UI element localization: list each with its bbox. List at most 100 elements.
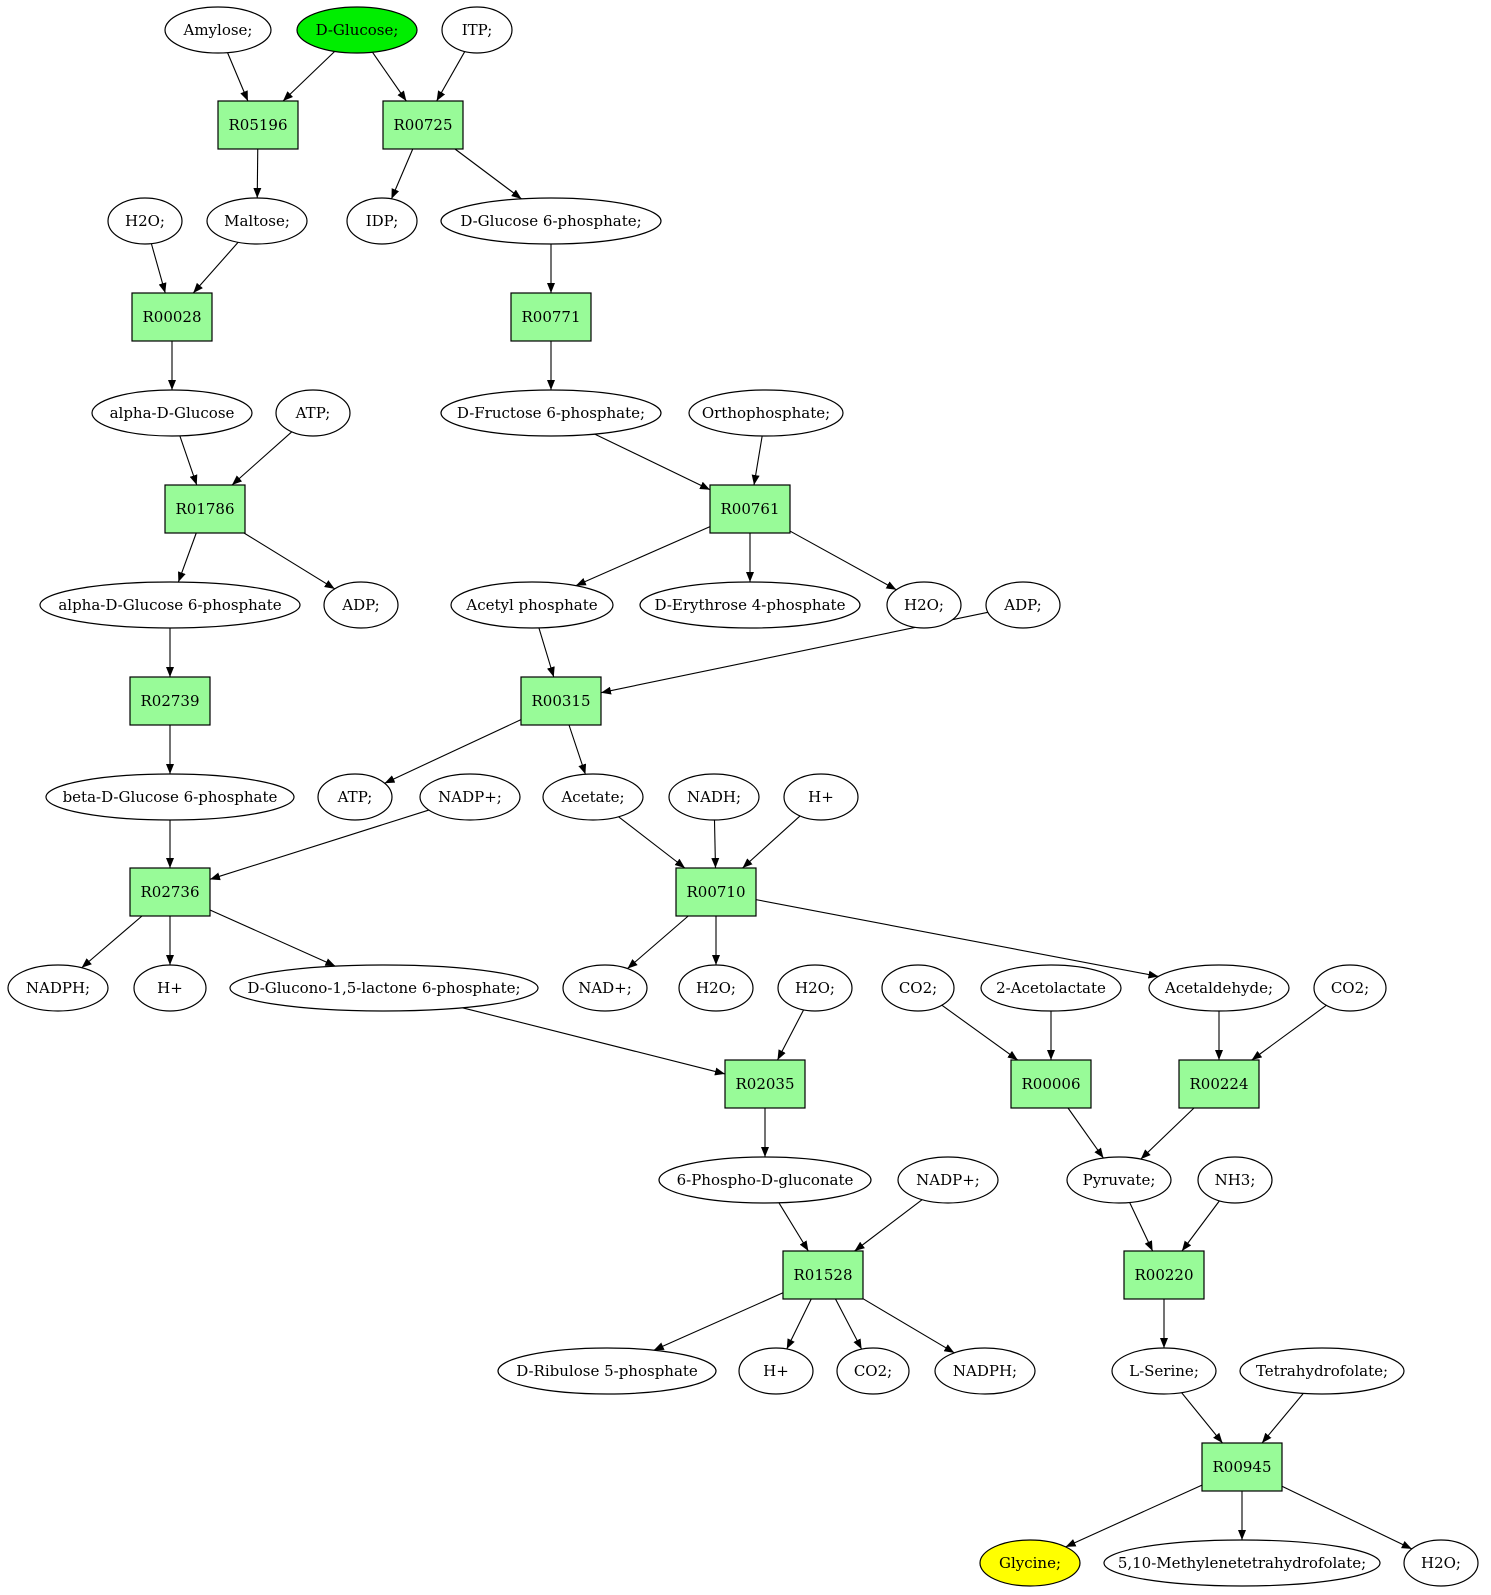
metabolite-ellipse [7,964,109,1012]
node-label: ITP; [462,21,493,39]
edge-r02736-to-nadph_1 [81,915,143,969]
reaction-box [709,484,791,534]
edge-thf-to-r00945 [1261,1393,1304,1444]
node-label: CO2; [1331,979,1369,997]
node-label: ATP; [295,404,331,422]
metabolite-node-nadh: NADH; [668,773,760,821]
node-label: R00028 [142,308,201,326]
node-label: H2O; [125,212,165,230]
reaction-node-r00028: R00028 [131,292,213,342]
metabolite-node-df6p: D-Fructose 6-phosphate; [440,389,662,437]
metabolite-node-co2_1: CO2; [881,964,955,1012]
metabolite-ellipse [985,581,1061,629]
node-label: 2-Acetolactate [996,979,1106,997]
metabolite-node-co2_2: CO2; [1313,964,1387,1012]
metabolite-node-hplus_2: H+ [133,964,207,1012]
metabolite-ellipse [346,197,418,245]
metabolite-ellipse [164,6,272,54]
edge-acp-to-r00315 [538,627,555,678]
node-label: H+ [157,979,183,997]
metabolite-node-acetolac: 2-Acetolactate [980,964,1122,1012]
node-label: Orthophosphate; [702,404,830,422]
metabolite-ellipse [317,773,393,821]
metabolite-ellipse [738,1347,814,1395]
node-label: H2O; [795,979,835,997]
metabolite-node-dglac: D-Glucono-1,5-lactone 6-phosphate; [229,964,539,1012]
node-label: R02739 [140,692,199,710]
node-label: alpha-D-Glucose 6-phosphate [58,596,281,614]
node-label: alpha-D-Glucose [110,404,235,422]
metabolite-node-dglucose: D-Glucose; [296,6,418,54]
edge-adglc-to-r01786 [179,435,198,486]
metabolite-ellipse [658,1156,872,1204]
node-label: R00725 [393,116,452,134]
metabolite-node-nad: NAD+; [562,964,648,1012]
edge-r01528-to-nadph_2 [862,1298,955,1354]
edge-r00761-to-acp [575,526,711,587]
edges-layer [81,50,1413,1550]
metabolite-node-adp_2: ADP; [985,581,1061,629]
edge-r01528-to-hplus_3 [786,1298,812,1350]
metabolite-ellipse [275,389,351,437]
node-label: D-Glucose 6-phosphate; [460,212,641,230]
reaction-node-r02736: R02736 [129,867,211,917]
edge-hplus_1-to-r00710 [742,815,801,869]
reaction-node-r00220: R00220 [1123,1250,1205,1300]
metabolite-node-thf: Tetrahydrofolate; [1239,1347,1405,1395]
metabolite-ellipse [133,964,207,1012]
edge-dglucose-to-r05196 [282,50,336,102]
node-label: Tetrahydrofolate; [1256,1362,1388,1380]
node-label: NADP+; [916,1171,980,1189]
node-label: R00224 [1189,1075,1248,1093]
node-label: CO2; [899,979,937,997]
reaction-box [782,1250,864,1300]
edge-r00725-to-dg6p [454,148,522,200]
metabolite-node-hplus_3: H+ [738,1347,814,1395]
reaction-box [675,867,757,917]
reaction-node-r00945: R00945 [1201,1442,1283,1492]
node-label: D-Glucose; [316,21,399,39]
metabolite-node-hplus_1: H+ [783,773,859,821]
metabolite-node-pgluc: 6-Phospho-D-gluconate [658,1156,872,1204]
reaction-node-r02035: R02035 [724,1059,806,1109]
node-label: R01786 [175,500,234,518]
node-label: H+ [763,1362,789,1380]
metabolite-ellipse [836,1347,910,1395]
node-label: NADP+; [438,788,502,806]
node-label: ADP; [1003,596,1041,614]
metabolite-node-nadp_1: NADP+; [419,773,521,821]
node-label: ADP; [341,596,379,614]
metabolite-node-h2o_5: H2O; [1403,1539,1479,1587]
metabolite-node-pyruvate: Pyruvate; [1066,1156,1172,1204]
node-label: H2O; [904,596,944,614]
edge-nadh-to-r00710 [711,819,720,869]
metabolite-ellipse [441,6,513,54]
edge-maltose-to-r00028 [192,241,239,294]
node-label: H+ [808,788,834,806]
metabolite-node-acp: Acetyl phosphate [450,581,614,629]
metabolite-node-dg6p: D-Glucose 6-phosphate; [440,197,662,245]
edge-r00945-to-h2o_5 [1281,1485,1413,1550]
metabolite-node-ortho: Orthophosphate; [688,389,844,437]
metabolite-node-h2o_2: H2O; [886,581,962,629]
reaction-box [510,292,592,342]
metabolite-node-bdg6p: beta-D-Glucose 6-phosphate [45,773,295,821]
metabolite-ellipse [886,581,962,629]
edge-df6p-to-r00761 [594,433,711,491]
metabolite-ellipse [979,1539,1081,1587]
edge-acetate-to-r00710 [618,816,686,869]
metabolite-ellipse [1111,1347,1217,1395]
metabolite-ellipse [107,197,183,245]
metabolite-node-dr5p: D-Ribulose 5-phosphate [497,1347,717,1395]
node-label: 6-Phospho-D-gluconate [677,1171,854,1189]
reaction-node-r00315: R00315 [520,676,602,726]
edge-r00761-to-h2o_2 [789,530,897,591]
node-label: D-Ribulose 5-phosphate [516,1362,698,1380]
metabolite-node-h2o_1: H2O; [107,197,183,245]
node-label: 5,10-Methylenetetrahydrofolate; [1118,1554,1366,1572]
metabolite-ellipse [1148,964,1290,1012]
metabolite-node-acetate: Acetate; [542,773,644,821]
metabolite-node-glycine: Glycine; [979,1539,1081,1587]
node-label: H2O; [696,979,736,997]
